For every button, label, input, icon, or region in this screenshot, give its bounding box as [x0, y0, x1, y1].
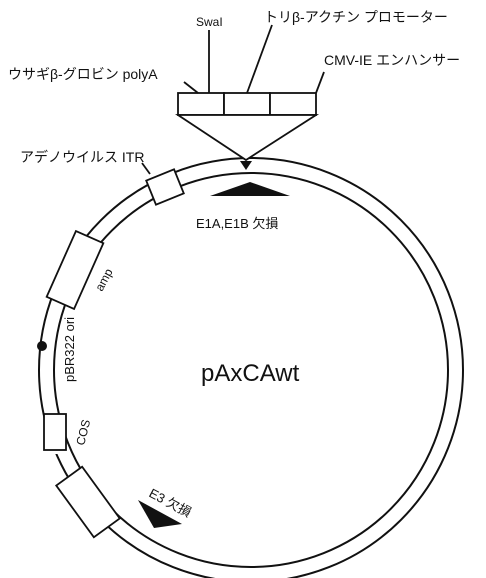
- promoter-callout-line: [246, 24, 273, 94]
- cos-box: [43, 413, 67, 451]
- enhancer-box: [269, 92, 317, 116]
- e1-deletion-marker: [210, 182, 290, 196]
- plasmid-name-label: pAxCAwt: [201, 360, 300, 387]
- e1-deletion-label: E1A,E1B 欠損: [196, 216, 278, 231]
- insertion-notch: [240, 161, 252, 170]
- insert-funnel: [175, 114, 320, 162]
- promoter-label: トリβ-アクチン プロモーター: [264, 9, 448, 25]
- enhancer-callout-line: [315, 71, 325, 94]
- polya-callout-line: [183, 81, 199, 94]
- e3-region-box: [54, 465, 122, 539]
- swai-label: SwaI: [196, 15, 223, 29]
- cos-label: COS: [73, 418, 93, 447]
- amp-box: [45, 229, 105, 311]
- polya-box: [177, 92, 225, 116]
- itr-label: アデノウイルス ITR: [20, 149, 144, 165]
- itr-callout-line: [141, 162, 151, 175]
- ori-label: pBR322 ori: [62, 317, 77, 382]
- plasmid-ring: [38, 157, 464, 578]
- enhancer-label: CMV-IE エンハンサー: [324, 52, 460, 68]
- ori-dot: [37, 341, 47, 351]
- polya-label: ウサギβ-グロビン polyA: [8, 66, 158, 82]
- itr-feature: [141, 162, 185, 206]
- e3-deletion-marker: [138, 500, 182, 528]
- promoter-box: [223, 92, 271, 116]
- insert-cassette: [175, 24, 325, 162]
